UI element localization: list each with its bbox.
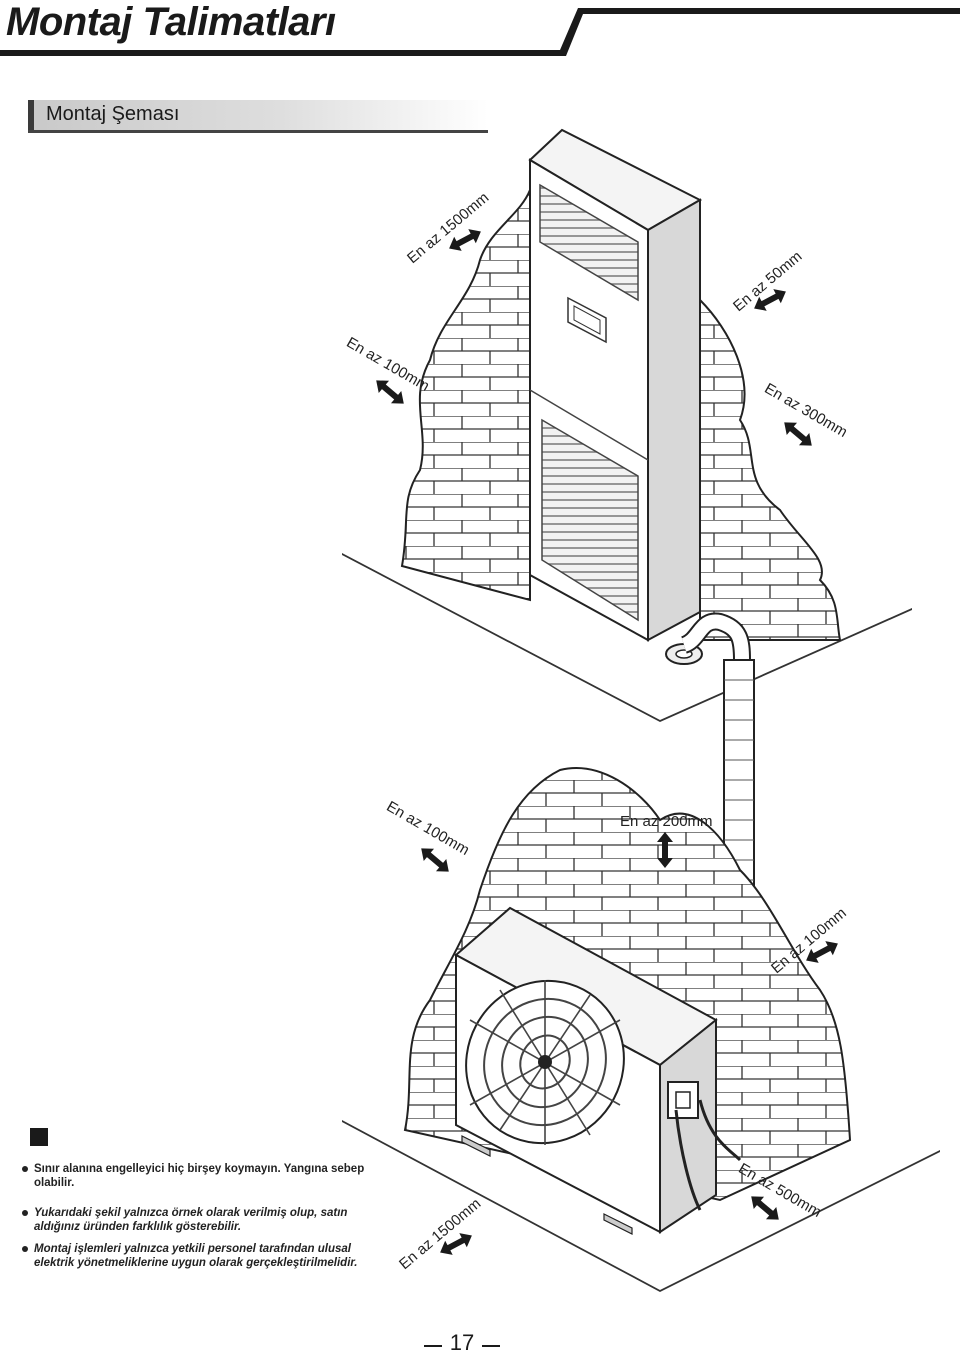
bullet-icon <box>22 1210 28 1216</box>
page-number-dash-right <box>482 1345 500 1347</box>
page-number-dash-left <box>424 1345 442 1347</box>
indoor-left-wall <box>400 189 531 602</box>
clearance-arrows <box>376 229 838 1255</box>
section-title: Montaj Şeması <box>46 103 180 125</box>
clearance-label-outdoor-top-200: En az 200mm <box>620 813 713 830</box>
title-rule <box>0 8 960 56</box>
note-text: Montaj işlemleri yalnızca yetkili person… <box>34 1243 358 1269</box>
page-number: 17 <box>424 1330 500 1356</box>
note-text: Yukarıdaki şekil yalnızca örnek olarak v… <box>34 1207 348 1233</box>
note-text: Sınır alanına engelleyici hiç birşey koy… <box>34 1163 365 1189</box>
section-header: Montaj Şeması <box>28 100 488 133</box>
section-header-bar <box>28 100 34 130</box>
page-title: Montaj Talimatları <box>6 0 336 44</box>
indoor-area <box>342 128 912 722</box>
note-item: Montaj işlemleri yalnızca yetkili person… <box>22 1242 394 1270</box>
indoor-right-wall <box>699 297 842 641</box>
note-item: Sınır alanına engelleyici hiç birşey koy… <box>22 1162 394 1190</box>
bullet-icon <box>22 1246 28 1252</box>
outdoor-unit <box>454 906 742 1235</box>
indoor-cabinet-unit <box>528 128 703 642</box>
notes-square-icon <box>30 1128 48 1146</box>
page-number-text: 17 <box>449 1330 475 1355</box>
outdoor-area <box>342 767 940 1292</box>
note-item: Yukarıdaki şekil yalnızca örnek olarak v… <box>22 1206 394 1234</box>
bullet-icon <box>22 1166 28 1172</box>
